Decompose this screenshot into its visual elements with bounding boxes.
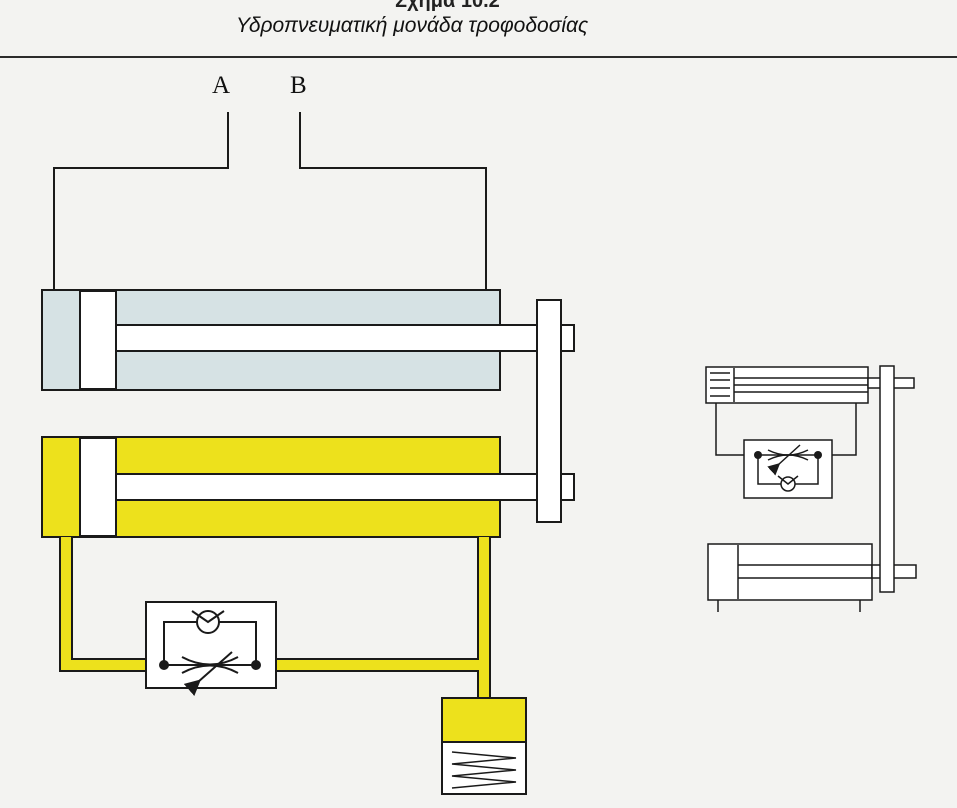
spring-accumulator (441, 697, 527, 795)
figure-label: Σχήμα 10.2 (395, 0, 500, 12)
check-valve-seat-icon (191, 610, 225, 624)
hydraulic-piston-rod (115, 473, 575, 501)
junction-dot-left (159, 660, 169, 670)
figure-caption: Σχήμα 10.2 Υδροπνευματική μονάδα τροφοδο… (0, 0, 957, 48)
caption-divider (0, 56, 957, 58)
hydraulic-cylinder (41, 436, 575, 538)
junction-dot-right (251, 660, 261, 670)
port-b-label: B (290, 72, 307, 99)
pneumatic-cylinder (41, 289, 575, 391)
pneumatic-piston-rod (115, 324, 575, 352)
flow-control-valve (145, 601, 277, 696)
rod-coupling-yoke (536, 299, 562, 523)
hydraulic-piston (79, 437, 117, 537)
hydraulic-loop (59, 537, 491, 702)
air-supply-lines (53, 112, 487, 292)
simplified-symbol (705, 365, 917, 612)
throttle-lower-icon (181, 664, 239, 674)
port-a-label: A (212, 72, 231, 99)
pneumatic-piston (79, 290, 117, 390)
figure-title: Υδροπνευματική μονάδα τροφοδοσίας (236, 14, 589, 37)
adjustable-arrow-icon (183, 651, 233, 696)
spring-icon (451, 751, 517, 789)
